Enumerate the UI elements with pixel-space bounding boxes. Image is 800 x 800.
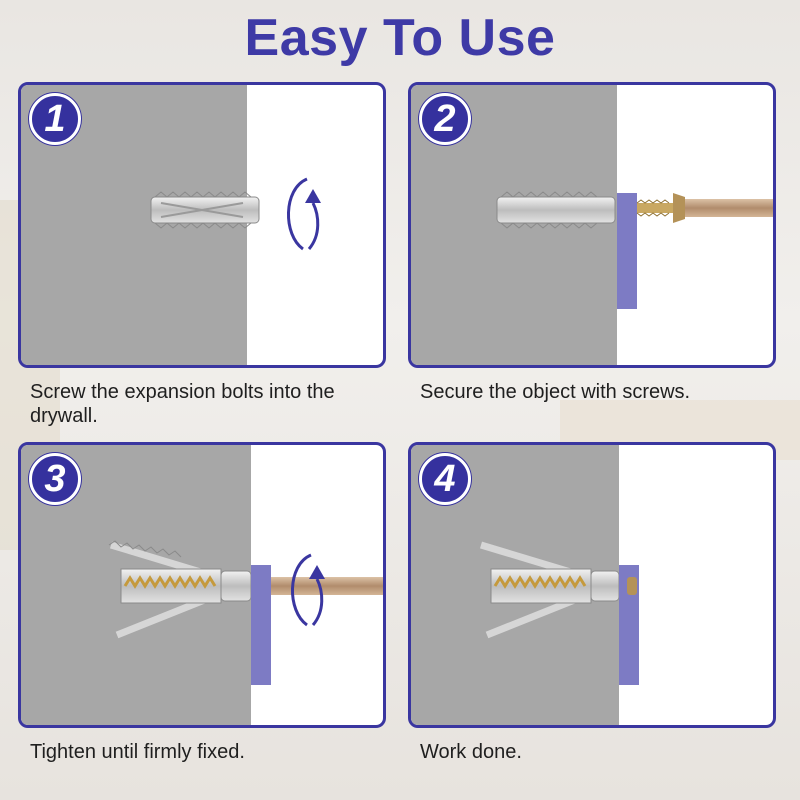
step-2-illustration [411, 85, 773, 365]
mounted-object-plate [251, 565, 271, 685]
rotation-arrow-icon [291, 553, 325, 627]
expanded-anchor [479, 541, 620, 639]
rotation-arrow-icon [287, 177, 321, 251]
mounted-object-plate [617, 193, 637, 309]
expansion-bolt [150, 191, 260, 229]
screwdriver-bit [685, 199, 773, 217]
step-number-badge: 1 [29, 93, 81, 145]
step-4-panel: 4 [408, 442, 776, 728]
step-2-caption: Secure the object with screws. [420, 381, 691, 403]
step-1-caption: Screw the expansion bolts into the drywa… [30, 381, 335, 427]
screw [636, 193, 685, 223]
screw-head [627, 577, 637, 595]
screwdriver-bit [271, 577, 383, 595]
step-3-panel: 3 [18, 442, 386, 728]
step-number-badge: 3 [29, 453, 81, 505]
step-4-caption: Work done. [420, 741, 522, 763]
expanded-anchor [108, 540, 252, 639]
step-4-illustration [411, 445, 639, 725]
step-3-caption: Tighten until firmly fixed. [30, 741, 245, 763]
step-2-panel: 2 [408, 82, 776, 368]
step-number-badge: 4 [419, 453, 471, 505]
expansion-bolt [496, 191, 616, 229]
page-title: Easy To Use [244, 9, 556, 67]
step-number-badge: 2 [419, 93, 471, 145]
step-1-panel: 1 [18, 82, 386, 368]
